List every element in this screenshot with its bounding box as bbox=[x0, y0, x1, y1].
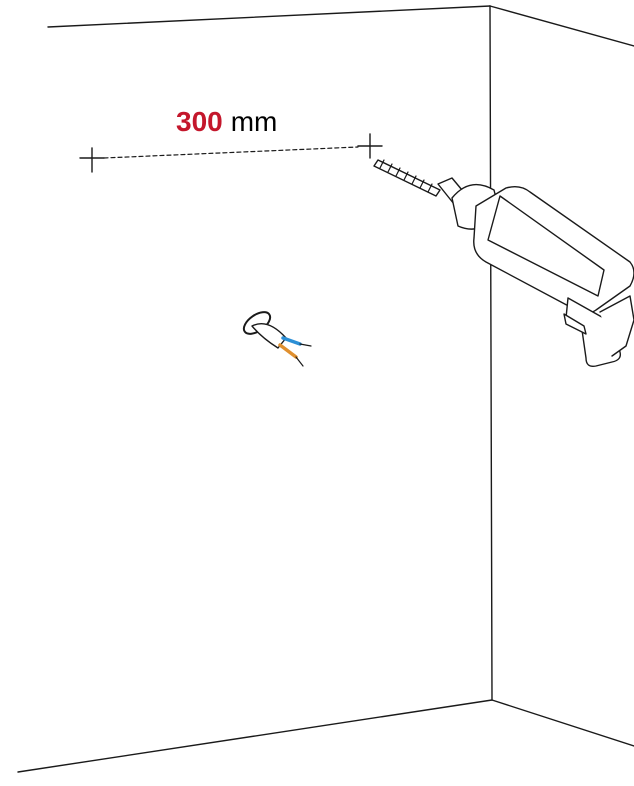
ceiling-line-right bbox=[489, 5, 634, 47]
drill-marks bbox=[79, 133, 383, 173]
crosshair-mark-icon bbox=[357, 133, 383, 159]
floor-line-right bbox=[491, 699, 634, 747]
drill-icon bbox=[437, 177, 634, 368]
crosshair-mark-icon bbox=[79, 147, 105, 173]
distance-unit: mm bbox=[230, 106, 278, 137]
room-corner bbox=[17, 5, 634, 773]
ceiling-line-left bbox=[47, 5, 491, 28]
distance-value: 300 bbox=[176, 106, 223, 137]
cable-outlet-icon bbox=[242, 311, 312, 367]
drill-bit bbox=[373, 159, 441, 197]
spacing-dashed-line bbox=[103, 146, 359, 159]
floor-line-left bbox=[17, 699, 493, 773]
wall-corner-edge bbox=[489, 5, 493, 701]
